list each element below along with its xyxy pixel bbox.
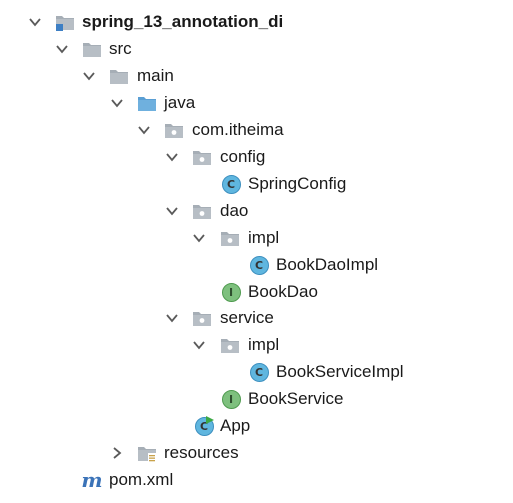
tree-node-service[interactable]: service: [0, 305, 513, 331]
maven-icon: m: [81, 468, 103, 492]
tree-node-package[interactable]: com.itheima: [0, 117, 513, 143]
tree-node-label: impl: [248, 228, 280, 247]
tree-node-main[interactable]: main: [0, 63, 513, 89]
package-icon: [192, 147, 212, 167]
tree-node-service-impl[interactable]: impl: [0, 332, 513, 358]
chevron-down-icon[interactable]: [163, 146, 181, 168]
class-icon: C: [221, 174, 241, 194]
source-folder-icon: [137, 93, 157, 113]
interface-icon: I: [221, 389, 241, 409]
tree-node-label: BookService: [248, 389, 344, 408]
package-icon: [220, 228, 240, 248]
tree-node-book-dao[interactable]: I BookDao: [0, 279, 513, 305]
chevron-down-icon[interactable]: [135, 119, 153, 141]
tree-node-label: config: [220, 147, 266, 166]
class-icon: C: [249, 255, 269, 275]
chevron-down-icon[interactable]: [163, 307, 181, 329]
tree-node-label: dao: [220, 201, 249, 220]
chevron-down-icon[interactable]: [190, 334, 208, 356]
tree-node-label: src: [109, 39, 132, 58]
run-marker-icon: [206, 416, 214, 424]
package-icon: [192, 201, 212, 221]
tree-node-dao-impl[interactable]: impl: [0, 225, 513, 251]
chevron-down-icon[interactable]: [53, 38, 71, 60]
class-icon: C: [249, 362, 269, 382]
package-icon: [164, 120, 184, 140]
chevron-down-icon[interactable]: [26, 11, 44, 33]
tree-node-spring-config[interactable]: C SpringConfig: [0, 171, 513, 197]
tree-node-label: App: [220, 416, 251, 435]
tree-node-label: impl: [248, 335, 280, 354]
package-icon: [220, 335, 240, 355]
tree-node-label: BookDaoImpl: [276, 255, 379, 274]
tree-node-project[interactable]: spring_13_annotation_di: [0, 9, 513, 35]
folder-icon: [82, 39, 102, 59]
package-icon: [192, 308, 212, 328]
tree-node-label: BookServiceImpl: [276, 362, 404, 381]
resources-folder-icon: [137, 443, 157, 463]
tree-node-config[interactable]: config: [0, 144, 513, 170]
chevron-down-icon[interactable]: [190, 227, 208, 249]
tree-node-label: main: [137, 66, 174, 85]
tree-node-java[interactable]: java: [0, 90, 513, 116]
tree-node-resources[interactable]: resources: [0, 440, 513, 466]
tree-node-pom[interactable]: m pom.xml: [0, 467, 513, 493]
tree-node-book-service-impl[interactable]: C BookServiceImpl: [0, 359, 513, 385]
chevron-right-icon[interactable]: [108, 442, 126, 464]
chevron-down-icon[interactable]: [108, 92, 126, 114]
tree-node-label: spring_13_annotation_di: [82, 12, 284, 31]
chevron-down-icon[interactable]: [163, 200, 181, 222]
tree-node-label: SpringConfig: [248, 174, 347, 193]
tree-node-label: java: [164, 93, 196, 112]
tree-node-book-service[interactable]: I BookService: [0, 386, 513, 412]
module-folder-icon: [55, 12, 75, 32]
tree-node-label: com.itheima: [192, 120, 284, 139]
interface-icon: I: [221, 282, 241, 302]
tree-node-book-dao-impl[interactable]: C BookDaoImpl: [0, 252, 513, 278]
tree-node-dao[interactable]: dao: [0, 198, 513, 224]
tree-node-label: pom.xml: [109, 470, 174, 489]
tree-node-src[interactable]: src: [0, 36, 513, 62]
chevron-down-icon[interactable]: [80, 65, 98, 87]
folder-icon: [109, 66, 129, 86]
tree-node-label: service: [220, 308, 274, 327]
tree-node-label: resources: [164, 443, 239, 462]
runnable-class-icon: C: [194, 416, 214, 436]
tree-node-label: BookDao: [248, 282, 318, 301]
tree-node-app[interactable]: C App: [0, 413, 513, 439]
